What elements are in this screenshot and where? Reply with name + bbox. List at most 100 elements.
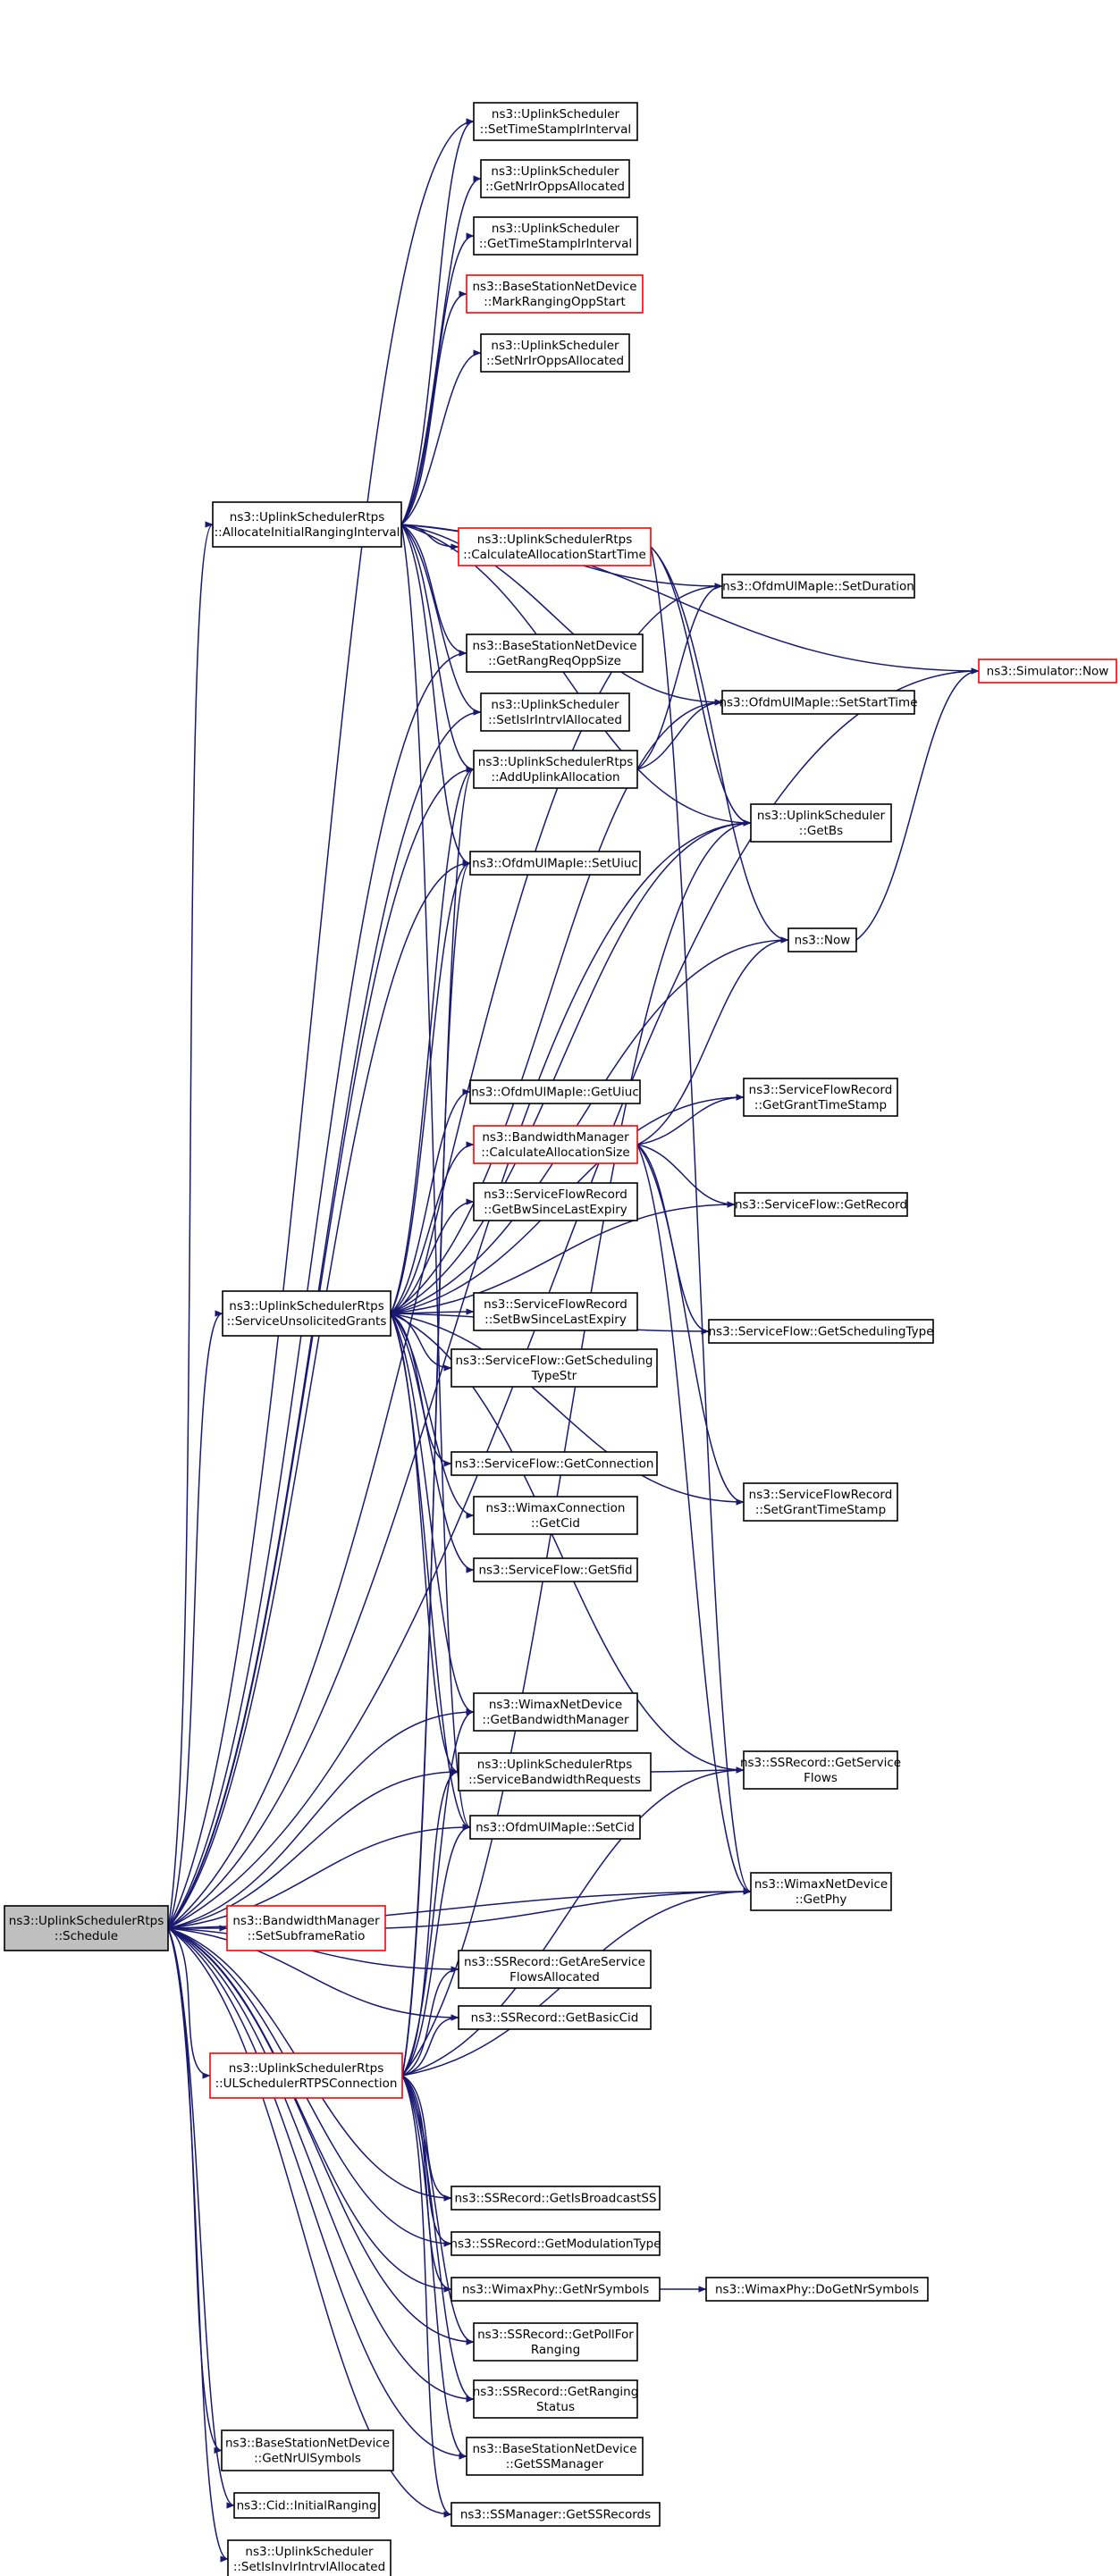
- node-label: ns3::ServiceFlow::GetSchedulingType: [708, 1325, 933, 1339]
- node-serviceBwReq[interactable]: ns3::UplinkSchedulerRtps::ServiceBandwid…: [458, 1752, 652, 1791]
- node-label: ::GetBwSinceLastExpiry: [484, 1203, 627, 1217]
- node-getUiuc[interactable]: ns3::OfdmUlMapIe::GetUiuc: [469, 1079, 641, 1104]
- node-markRanging[interactable]: ns3::BaseStationNetDevice::MarkRangingOp…: [466, 274, 644, 314]
- node-label: ns3::SSRecord::GetAreService: [464, 1955, 645, 1969]
- node-label: ns3::BandwidthManager: [482, 1130, 629, 1145]
- node-getGrantTime[interactable]: ns3::ServiceFlowRecord::GetGrantTimeStam…: [743, 1078, 898, 1117]
- node-box: [743, 1750, 898, 1790]
- node-label: ::SetGrantTimeStamp: [755, 1503, 886, 1517]
- call-edge-ulSched-to-getSSManager: [401, 2075, 467, 2460]
- node-getNrUl[interactable]: ns3::BaseStationNetDevice::GetNrUlSymbol…: [221, 2429, 394, 2471]
- node-doGetNrSymbols[interactable]: ns3::WimaxPhy::DoGetNrSymbols: [705, 2277, 929, 2302]
- node-getSSManager[interactable]: ns3::BaseStationNetDevice::GetSSManager: [466, 2437, 644, 2476]
- call-edge-serviceUnsol-to-bwCalcAlloc: [390, 1141, 475, 1314]
- node-setNrIrOpps[interactable]: ns3::UplinkScheduler::SetNrIrOppsAllocat…: [480, 333, 630, 373]
- node-box: [473, 1182, 638, 1221]
- node-box: [473, 102, 638, 141]
- node-ulSched[interactable]: ns3::UplinkSchedulerRtps::ULSchedulerRTP…: [209, 2052, 403, 2099]
- call-edge-root-to-cidInit: [167, 1927, 235, 2509]
- node-setUiuc[interactable]: ns3::OfdmUlMapIe::SetUiuc: [469, 851, 641, 876]
- node-getAreService[interactable]: ns3::SSRecord::GetAreServiceFlowsAllocat…: [458, 1950, 652, 1989]
- node-wimaxGetCid[interactable]: ns3::WimaxConnection::GetCid: [473, 1496, 638, 1535]
- node-setCid[interactable]: ns3::OfdmUlMapIe::SetCid: [469, 1815, 641, 1840]
- node-label: ns3::UplinkScheduler: [491, 698, 619, 712]
- node-getTimeStamp[interactable]: ns3::UplinkScheduler::GetTimeStampIrInte…: [473, 216, 638, 256]
- call-nodes: ns3::UplinkSchedulerRtps::Schedulens3::U…: [4, 102, 1117, 2576]
- call-edge-root-to-getBwManager: [167, 1708, 475, 1929]
- node-box: [480, 692, 630, 732]
- node-box: [221, 2429, 394, 2471]
- node-label: ::MarkRangingOppStart: [484, 295, 626, 309]
- node-box: [750, 803, 892, 843]
- node-box: [473, 2322, 638, 2362]
- call-edge-bwCalcAlloc-to-getGrantTime: [636, 1094, 745, 1145]
- node-label: ::SetTimeStampIrInterval: [480, 122, 631, 137]
- node-serviceUnsol[interactable]: ns3::UplinkSchedulerRtps::ServiceUnsolic…: [222, 1290, 392, 1337]
- node-label: ::ULSchedulerRTPSConnection: [215, 2077, 398, 2091]
- node-bwCalcAlloc[interactable]: ns3::BandwidthManager::CalculateAllocati…: [473, 1125, 638, 1164]
- node-simNow[interactable]: ns3::Simulator::Now: [978, 659, 1117, 684]
- call-edge-allocInit-to-getNrIrOpps: [400, 175, 482, 525]
- node-box: [473, 1292, 638, 1331]
- node-getBwSince[interactable]: ns3::ServiceFlowRecord::GetBwSinceLastEx…: [473, 1182, 638, 1221]
- call-edge-serviceUnsol-to-getRecord: [390, 1201, 736, 1314]
- node-box: [480, 333, 630, 373]
- node-getPhy[interactable]: ns3::WimaxNetDevice::GetPhy: [750, 1872, 892, 1911]
- call-edge-root-to-getSSManager: [167, 1927, 467, 2460]
- node-addUplink[interactable]: ns3::UplinkSchedulerRtps::AddUplinkAlloc…: [473, 750, 638, 789]
- node-label: ns3::UplinkScheduler: [757, 809, 886, 823]
- call-edge-serviceUnsol-to-setGrantTime: [390, 1313, 745, 1506]
- node-setSubframe[interactable]: ns3::BandwidthManager::SetSubframeRatio: [226, 1905, 386, 1951]
- node-setIsInv[interactable]: ns3::UplinkScheduler::SetIsInvIrIntrvlAl…: [227, 2539, 392, 2576]
- call-edge-root-to-getBs: [167, 819, 752, 1929]
- node-setIsIrIntrvl[interactable]: ns3::UplinkScheduler::SetIsIrIntrvlAlloc…: [480, 692, 630, 732]
- node-setTimeStamp[interactable]: ns3::UplinkScheduler::SetTimeStampIrInte…: [473, 102, 638, 141]
- node-label: ns3::UplinkSchedulerRtps: [229, 1299, 383, 1313]
- node-getNrSymbols[interactable]: ns3::WimaxPhy::GetNrSymbols: [451, 2277, 661, 2302]
- node-label: ns3::BaseStationNetDevice: [472, 2442, 636, 2456]
- node-label: ns3::ServiceFlow::GetConnection: [455, 1457, 654, 1472]
- node-box: [451, 2277, 661, 2302]
- node-label: ::ServiceUnsolicitedGrants: [227, 1314, 387, 1329]
- call-edge-addUplink-to-setStartTime: [636, 699, 723, 770]
- node-label: ns3::SSRecord::GetBasicCid: [471, 2011, 639, 2026]
- node-getRangReq[interactable]: ns3::BaseStationNetDevice::GetRangReqOpp…: [466, 634, 644, 673]
- node-label: ns3::ServiceFlow::GetScheduling: [455, 1354, 653, 1368]
- node-getSSRecords[interactable]: ns3::SSManager::GetSSRecords: [451, 2502, 661, 2527]
- node-label: ns3::OfdmUlMapIe::SetDuration: [722, 580, 914, 594]
- node-label: ns3::ServiceFlow::GetSfid: [478, 1564, 632, 1578]
- call-edge-bwCalcAlloc-to-getPhy: [636, 1144, 752, 1895]
- call-edge-ulSched-to-getBs: [401, 819, 752, 2077]
- node-calcAllocStart[interactable]: ns3::UplinkSchedulerRtps::CalculateAlloc…: [458, 527, 652, 566]
- node-label: ::ServiceBandwidthRequests: [468, 1773, 641, 1787]
- node-getNrIrOpps[interactable]: ns3::UplinkScheduler::GetNrIrOppsAllocat…: [480, 159, 630, 198]
- node-ns3Now[interactable]: ns3::Now: [787, 927, 857, 952]
- node-label: ns3::OfdmUlMapIe::SetUiuc: [472, 857, 638, 871]
- node-getModType[interactable]: ns3::SSRecord::GetModulationType: [450, 2231, 661, 2256]
- node-setStartTime[interactable]: ns3::OfdmUlMapIe::SetStartTime: [719, 690, 918, 715]
- node-getBwManager[interactable]: ns3::WimaxNetDevice::GetBandwidthManager: [473, 1692, 638, 1732]
- node-box: [743, 1482, 898, 1522]
- node-cidInit[interactable]: ns3::Cid::InitialRanging: [233, 2492, 380, 2519]
- node-setGrantTime[interactable]: ns3::ServiceFlowRecord::SetGrantTimeStam…: [743, 1482, 898, 1522]
- node-getRecord[interactable]: ns3::ServiceFlow::GetRecord: [734, 1192, 908, 1217]
- node-setDuration[interactable]: ns3::OfdmUlMapIe::SetDuration: [721, 574, 915, 599]
- node-getBs[interactable]: ns3::UplinkScheduler::GetBs: [750, 803, 892, 843]
- node-box: [469, 1815, 641, 1840]
- call-edge-setSubframe-to-getPhy: [384, 1888, 752, 1929]
- node-getSchedType[interactable]: ns3::ServiceFlow::GetSchedulingType: [708, 1319, 934, 1344]
- node-getConnection[interactable]: ns3::ServiceFlow::GetConnection: [451, 1451, 658, 1476]
- node-allocInit[interactable]: ns3::UplinkSchedulerRtps::AllocateInitia…: [212, 501, 402, 548]
- node-root[interactable]: ns3::UplinkSchedulerRtps::Schedule: [4, 1905, 169, 1951]
- node-getSfid[interactable]: ns3::ServiceFlow::GetSfid: [473, 1557, 638, 1582]
- node-getBasicCid[interactable]: ns3::SSRecord::GetBasicCid: [458, 2005, 652, 2030]
- call-edge-root-to-getModType: [167, 1927, 452, 2247]
- node-label: ns3::UplinkSchedulerRtps: [477, 533, 632, 547]
- node-getIsBroadcast[interactable]: ns3::SSRecord::GetIsBroadcastSS: [451, 2186, 661, 2211]
- node-setBwSince[interactable]: ns3::ServiceFlowRecord::SetBwSinceLastEx…: [473, 1292, 638, 1331]
- call-edge-serviceUnsol-to-setCid: [390, 1313, 471, 1831]
